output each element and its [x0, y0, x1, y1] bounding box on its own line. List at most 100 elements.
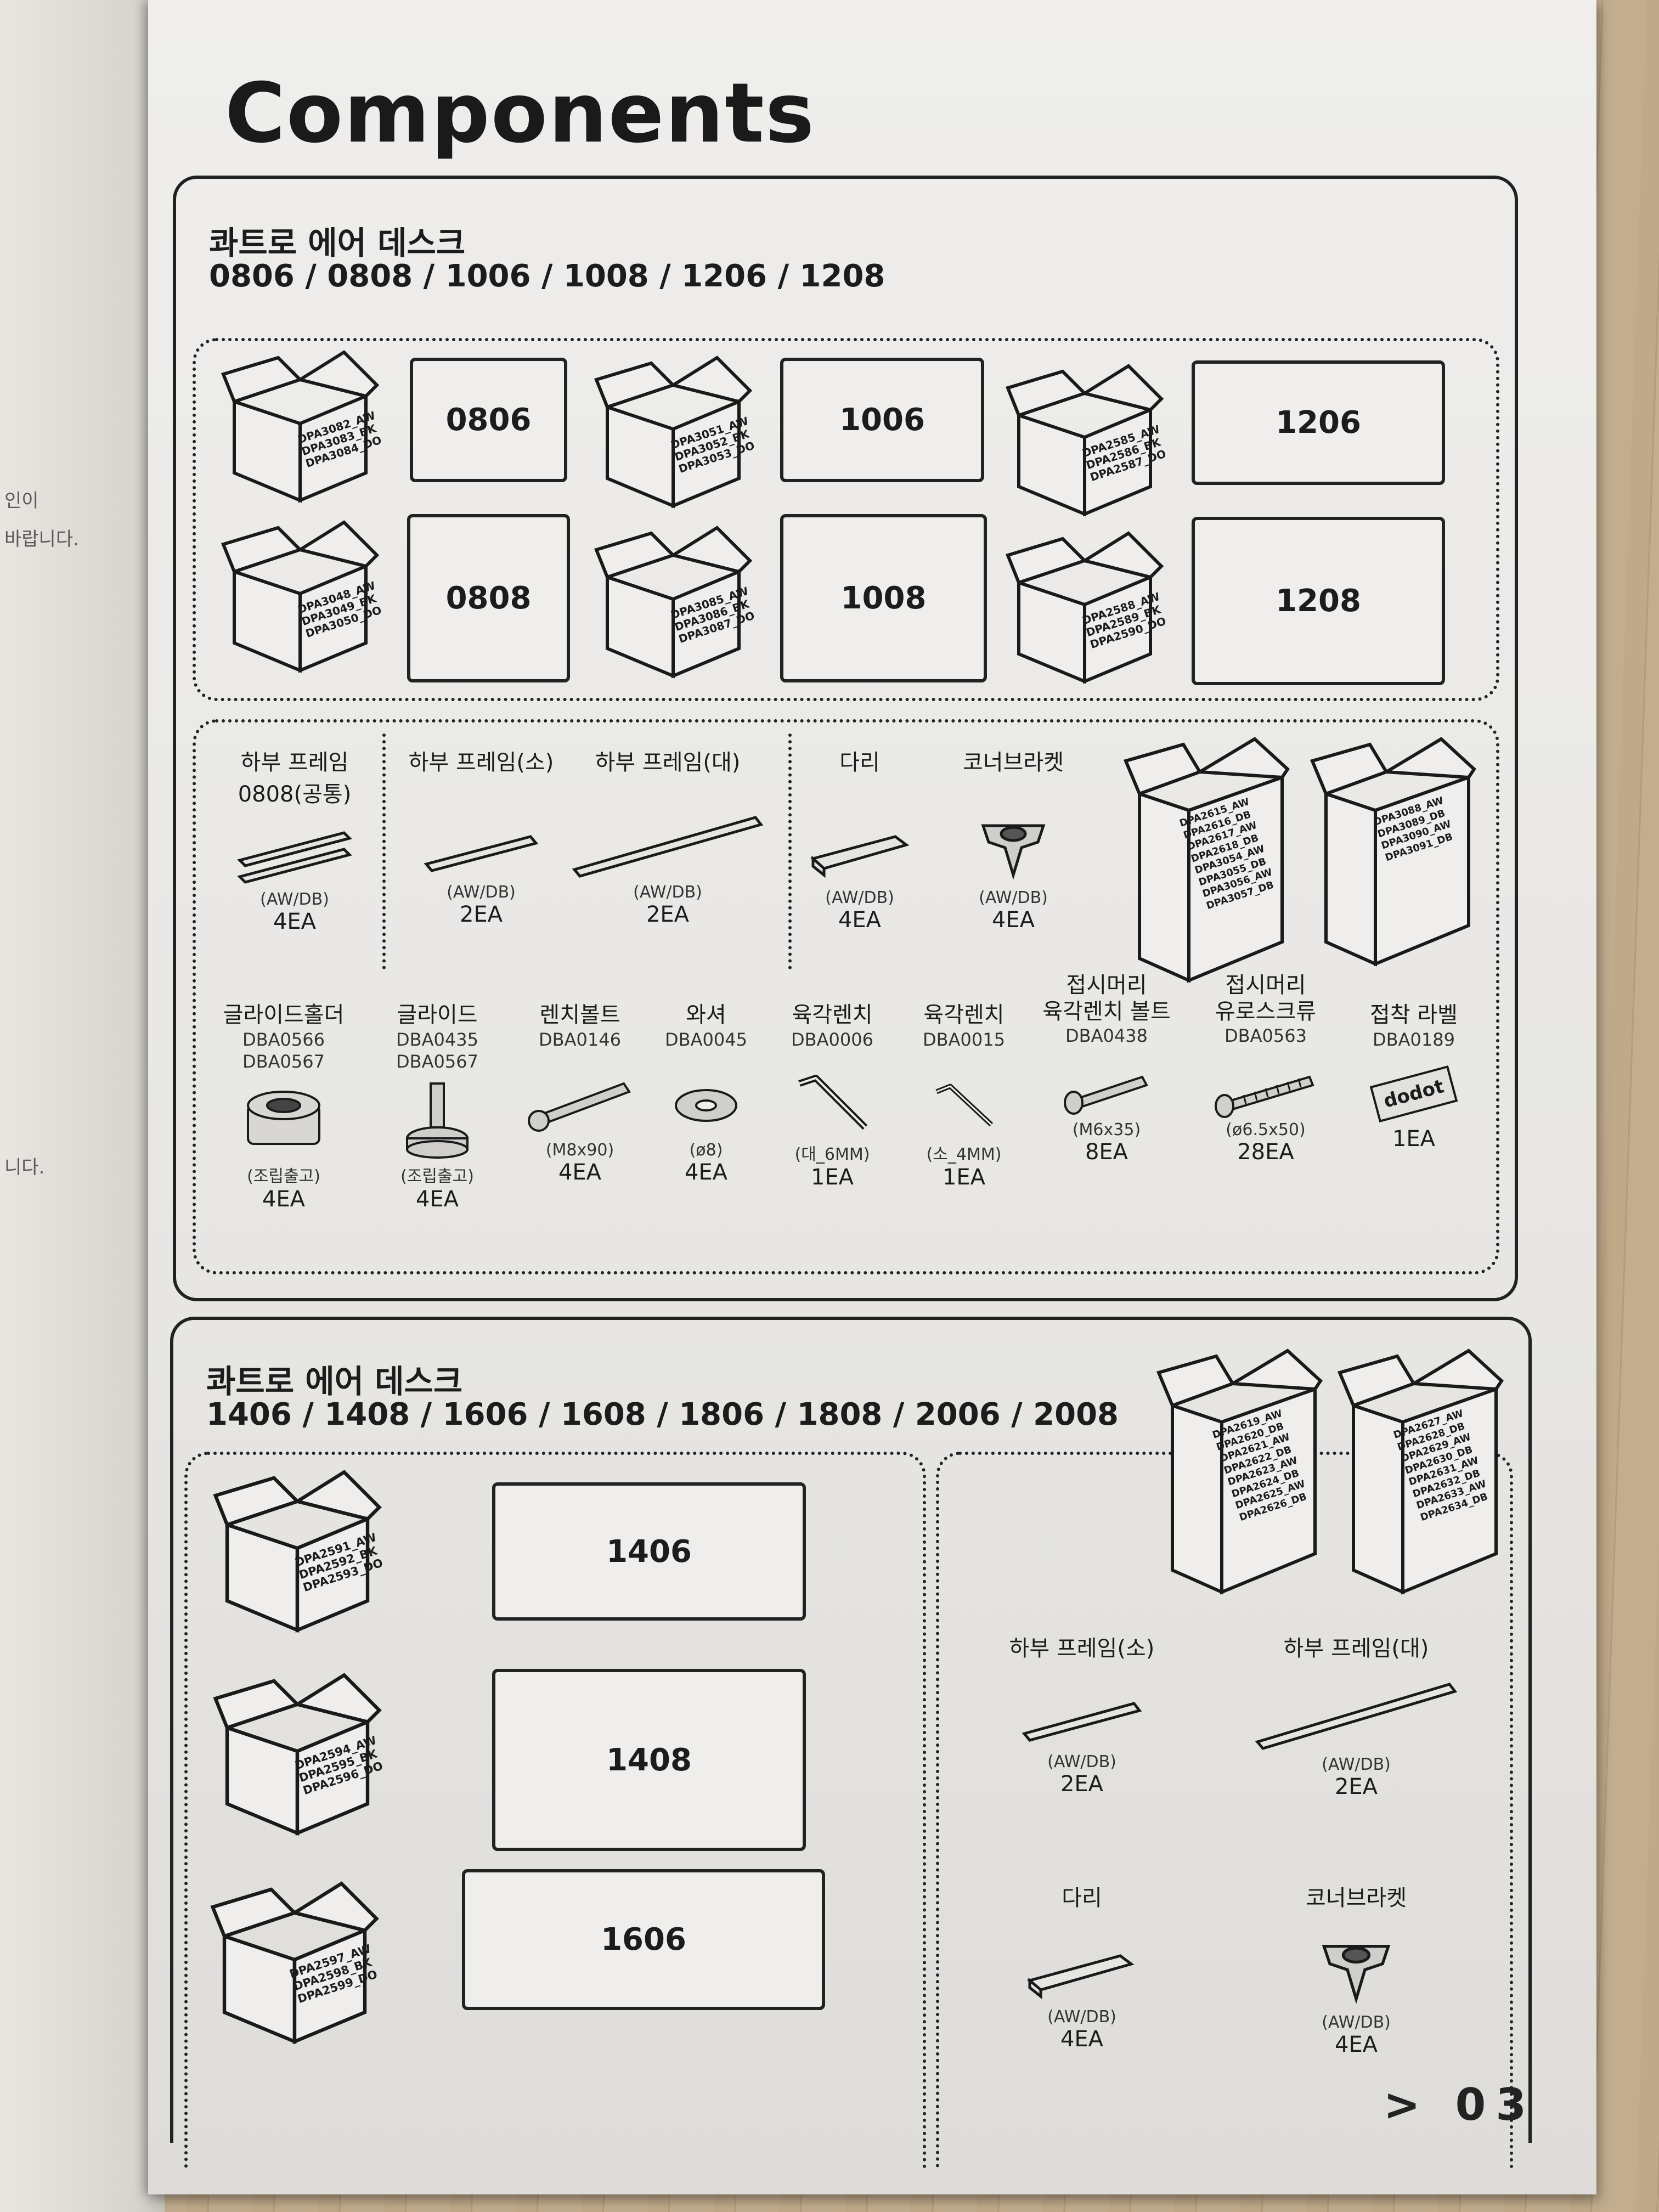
tall-carton-box-4: DPA2627_AW DPA2628_DB DPA2629_AW DPA2630…: [1331, 1340, 1507, 1598]
part-name: 하부 프레임(대): [595, 750, 741, 775]
section2-panel: 콰트로 에어 데스크 1406 / 1408 / 1606 / 1608 / 1…: [170, 1317, 1532, 2168]
desk-top-board-1408: 1408: [492, 1669, 806, 1851]
part-spec: (AW/DB): [979, 888, 1048, 907]
corner-bracket-icon: [981, 824, 1046, 880]
glide-holder-icon: [247, 1091, 320, 1145]
part-code: DBA0563: [1224, 1025, 1307, 1046]
part-qty: 2EA: [1334, 1774, 1378, 1799]
section1-parts-area: 하부 프레임 0808(공통) (AW/DB) 4EA 하부 프레임(소) (A…: [193, 719, 1499, 1274]
section2-title: 콰트로 에어 데스크: [206, 1363, 463, 1400]
frame-bar-small-icon: [1022, 1702, 1142, 1742]
corner-bracket-icon: [1322, 1945, 1391, 2004]
carton-box-1206: DPA2585_AW DPA2586_BK DPA2587_DO: [1002, 355, 1167, 520]
board-size-label: 1208: [1276, 583, 1361, 619]
part-spec: (M8x90): [545, 1141, 614, 1160]
part-qty: 4EA: [684, 1160, 728, 1185]
tall-carton-icon: [1310, 737, 1476, 967]
desk-top-board-1206: 1206: [1192, 360, 1445, 485]
part-spec: (ø6.5x50): [1226, 1120, 1306, 1139]
tall-carton-box-2: DPA3088_AW DPA3089_DB DPA3090_AW DPA3091…: [1304, 728, 1480, 969]
part-name: 다리: [1062, 1886, 1102, 1911]
part-name: 와셔: [686, 1002, 726, 1028]
part-spec: (AW/DB): [1322, 1755, 1391, 1774]
left-page-text-1: 인이: [4, 490, 39, 512]
desk-top-board-1406: 1406: [492, 1482, 806, 1621]
part-lower-frame-small-2: 하부 프레임(소) (AW/DB) 2EA: [989, 1630, 1175, 1797]
part-name: 하부 프레임(소): [408, 750, 554, 775]
carton-box-1606: DPA2597_AW DPA2598_BK DPA2599_DO: [204, 1872, 385, 2047]
part-spec: (AW/DB): [260, 890, 329, 909]
euro-screw-icon: [1215, 1075, 1314, 1118]
part-qty: 28EA: [1237, 1139, 1294, 1165]
page-number: > 03: [1383, 2079, 1536, 2130]
carton-box-1406: DPA2591_AW DPA2592_BK DPA2593_DO: [210, 1460, 385, 1636]
part-code: DBA0566 DBA0567: [242, 1029, 325, 1072]
tall-carton-box-3: DPA2619_AW DPA2620_DB DPA2621_AW DPA2622…: [1150, 1340, 1326, 1598]
section1-models: 0806 / 0808 / 1006 / 1008 / 1206 / 1208: [209, 258, 885, 294]
part-qty: 4EA: [991, 907, 1035, 933]
bolt-icon: [528, 1082, 631, 1132]
part-name: 글라이드: [397, 1002, 478, 1028]
part-name: 하부 프레임: [240, 750, 349, 775]
carton-icon: [221, 350, 380, 503]
part-qty: 4EA: [1060, 2027, 1104, 2052]
hw-countersunk-hex-bolt: 접시머리 육각렌치 볼트 DBA0438 (M6x35) 8EA: [1030, 972, 1183, 1165]
part-name: 육각렌치: [792, 1002, 873, 1028]
part-qty: 2EA: [646, 902, 690, 927]
desk-top-board-1208: 1208: [1192, 517, 1445, 685]
leg-icon: [810, 835, 910, 878]
carton-box-1008: DPA3085_AW DPA3086_BK DPA3087_DO: [591, 517, 756, 681]
part-spec: (M6x35): [1072, 1120, 1141, 1139]
part-name: 접착 라벨: [1370, 1002, 1458, 1028]
hw-hex-wrench-small: 육각렌치 DBA0015 (소_4MM) 1EA: [904, 997, 1024, 1190]
hw-glide: 글라이드 DBA0435 DBA0567 (조립출고) 4EA: [371, 997, 503, 1212]
desk-top-board-1006: 1006: [780, 358, 984, 482]
section1-title: 콰트로 에어 데스크: [209, 224, 466, 262]
leg-icon: [1026, 1954, 1135, 2000]
section2-parts-area: DPA2619_AW DPA2620_DB DPA2621_AW DPA2622…: [936, 1348, 1513, 2168]
carton-box-0808: DPA3048_AW DPA3049_BK DPA3050_DO: [218, 511, 383, 676]
part-code: DBA0146: [539, 1029, 621, 1050]
hw-euro-screw: 접시머리 유로스크류 DBA0563 (ø6.5x50) 28EA: [1189, 972, 1342, 1165]
tall-carton-icon: [1156, 1348, 1323, 1595]
carton-icon: [221, 520, 380, 673]
part-leg: 다리 (AW/DB) 4EA: [805, 744, 915, 933]
hw-adhesive-label: 접착 라벨 DBA0189 dodot 1EA: [1348, 997, 1480, 1152]
divider: [788, 733, 792, 969]
frame-bar-large-icon: [1255, 1683, 1458, 1750]
part-name: 코너브라켓: [963, 750, 1064, 775]
part-qty: 4EA: [262, 1187, 306, 1212]
part-qty: 1EA: [810, 1165, 854, 1190]
tall-carton-icon: [1337, 1348, 1504, 1595]
hw-glide-holder: 글라이드홀더 DBA0566 DBA0567 (조립출고) 4EA: [212, 997, 355, 1212]
label-icon: dodot: [1369, 1065, 1458, 1122]
part-qty: 1EA: [942, 1165, 986, 1190]
part-lower-frame-large: 하부 프레임(대) (AW/DB) 2EA: [569, 744, 766, 927]
part-name: 접시머리 육각렌치 볼트: [1042, 973, 1171, 1024]
carton-box-1006: DPA3051_AW DPA3052_BK DPA3053_DO: [591, 347, 756, 511]
desk-top-board-0808: 0808: [407, 514, 570, 682]
part-spec: (AW/DB): [1322, 2013, 1391, 2032]
carton-box-0806: DPA3082_AW DPA3083_BK DPA3084_DO: [218, 341, 383, 506]
part-spec: (AW/DB): [633, 883, 702, 902]
desk-top-board-1008: 1008: [780, 514, 987, 682]
glide-icon: [406, 1082, 469, 1159]
part-qty: 4EA: [838, 907, 882, 933]
part-lower-frame-large-2: 하부 프레임(대) (AW/DB) 2EA: [1246, 1630, 1466, 1799]
hex-wrench-large-icon: [798, 1075, 868, 1130]
label-text: dodot: [1381, 1075, 1447, 1113]
part-qty: 2EA: [1060, 1771, 1104, 1797]
part-code: DBA0189: [1373, 1029, 1455, 1050]
part-lower-frame-small: 하부 프레임(소) (AW/DB) 2EA: [399, 744, 563, 927]
part-corner-bracket: 코너브라켓 (AW/DB) 4EA: [942, 744, 1085, 933]
carton-icon: [594, 526, 753, 679]
board-size-label: 1408: [606, 1742, 692, 1778]
tall-carton-box-1: DPA2615_AW DPA2616_DB DPA2617_AW DPA2618…: [1118, 728, 1293, 986]
frame-bars-icon: [237, 831, 352, 884]
carton-icon: [210, 1881, 379, 2045]
hw-hex-wrench-large: 육각렌치 DBA0006 (대_6MM) 1EA: [772, 997, 893, 1190]
desk-top-board-1606: 1606: [462, 1869, 825, 2010]
carton-icon: [213, 1673, 382, 1836]
left-page-text-3: 니다.: [4, 1156, 45, 1178]
manual-page: Components 콰트로 에어 데스크 0806 / 0808 / 1006…: [148, 0, 1596, 2194]
